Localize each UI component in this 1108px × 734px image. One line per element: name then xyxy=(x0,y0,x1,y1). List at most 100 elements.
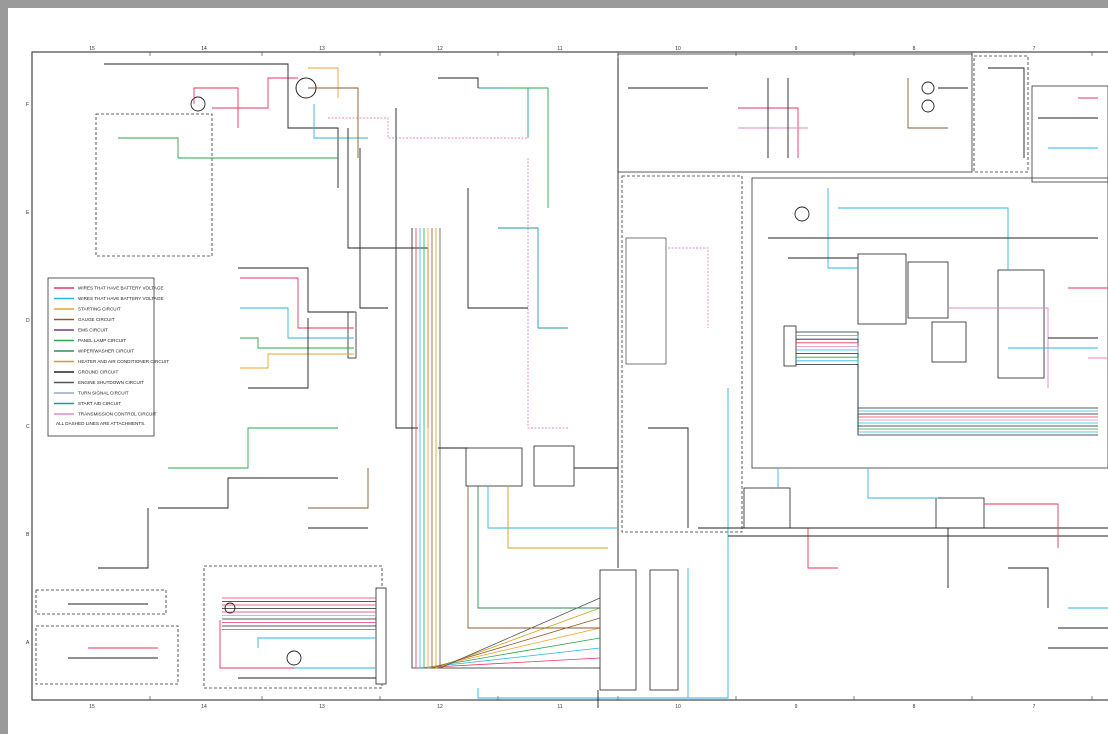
wire xyxy=(508,87,549,208)
wire-traces xyxy=(68,58,1108,708)
border-number-top: 12 xyxy=(437,46,443,52)
legend-label: PANEL LAMP CIRCUIT xyxy=(78,338,126,343)
wire xyxy=(838,207,1009,270)
motor-1 xyxy=(286,650,302,666)
wire xyxy=(219,620,294,669)
border-number-bottom: 11 xyxy=(557,704,562,710)
motor-2 xyxy=(224,602,236,614)
horn-2 xyxy=(921,99,935,113)
border-number-top: 10 xyxy=(675,46,681,52)
legend-label: WIRES THAT HAVE BATTERY VOLTAGE xyxy=(78,286,164,291)
horn-1 xyxy=(921,81,935,95)
wire xyxy=(158,477,338,509)
wire xyxy=(907,78,948,129)
attachment-box-upper-left xyxy=(95,113,213,257)
wire xyxy=(395,108,418,429)
wire xyxy=(796,331,1098,409)
component-blocks xyxy=(35,53,1108,691)
fan-motor xyxy=(794,206,810,222)
border-letter-left: C xyxy=(26,424,30,430)
wire xyxy=(313,104,368,139)
wire xyxy=(415,228,601,669)
connector-cab-2 xyxy=(907,261,949,319)
border-number-bottom: 15 xyxy=(89,704,95,710)
connector-main-6 xyxy=(375,587,387,685)
legend-label: EMS CIRCUIT xyxy=(78,328,108,333)
legend-label: ENGINE SHUTDOWN CIRCUIT xyxy=(78,380,144,385)
border-number-top: 7 xyxy=(1033,46,1036,52)
wire xyxy=(431,228,601,669)
wire xyxy=(668,247,709,328)
legend-box xyxy=(47,277,155,437)
border-letter-left: F xyxy=(26,102,29,108)
legend-label: TRANSMISSION CONTROL CIRCUIT xyxy=(78,412,157,417)
wire xyxy=(240,337,354,349)
connector-main-4 xyxy=(599,569,637,691)
wire xyxy=(168,427,338,469)
wire xyxy=(257,637,376,648)
legend: WIRES THAT HAVE BATTERY VOLTAGE WIRES THA… xyxy=(47,277,169,437)
wire xyxy=(948,307,1049,388)
connector-main-1 xyxy=(347,311,357,359)
wire xyxy=(1008,567,1049,608)
legend-label: TURN SIGNAL CIRCUIT xyxy=(78,391,129,396)
attachment-box-cab xyxy=(751,177,1108,469)
wire xyxy=(438,77,479,88)
wire xyxy=(477,486,600,609)
wire xyxy=(988,67,1025,158)
wire xyxy=(98,508,149,569)
wire xyxy=(796,363,1098,436)
legend-label: HEATER AND AIR CONDITIONER CIRCUIT xyxy=(78,359,169,364)
wire xyxy=(439,228,601,669)
border-number-bottom: 14 xyxy=(201,704,207,710)
wire xyxy=(248,318,309,389)
wire xyxy=(738,107,799,158)
wire xyxy=(238,267,354,313)
connector-cab-4 xyxy=(931,321,967,363)
border-letter-left: A xyxy=(26,640,30,646)
attachment-box-monitor xyxy=(621,175,743,533)
border-number-top: 15 xyxy=(89,46,95,52)
attachment-box-transmission xyxy=(203,565,383,689)
attachment-box-upper-center xyxy=(617,53,973,173)
wire xyxy=(240,353,354,369)
wire xyxy=(478,87,529,138)
wire xyxy=(240,307,354,339)
wire xyxy=(359,148,388,309)
connector-main-2 xyxy=(465,447,523,487)
connector-cab-1 xyxy=(857,253,907,325)
wire xyxy=(411,228,600,669)
border-number-top: 8 xyxy=(913,46,916,52)
legend-label: WIPER/WASHER CIRCUIT xyxy=(78,349,134,354)
legend-label: WIRES THAT HAVE BATTERY VOLTAGE xyxy=(78,296,164,301)
wire xyxy=(796,356,1098,430)
wire xyxy=(648,427,689,528)
wire xyxy=(498,227,568,329)
border-letter-left: D xyxy=(26,318,30,324)
attachment-box-right-panel xyxy=(973,55,1029,173)
border-number-top: 14 xyxy=(201,46,207,52)
legend-label: GROUND CIRCUIT xyxy=(78,370,119,375)
attachment-box-bottom-left-2 xyxy=(35,625,179,685)
wire xyxy=(807,528,838,569)
drawing-frame xyxy=(31,51,1108,701)
connector-main-3 xyxy=(533,445,575,487)
border-letter-left: B xyxy=(26,532,30,538)
border-number-bottom: 12 xyxy=(437,704,443,710)
border-number-bottom: 7 xyxy=(1033,704,1036,710)
border-number-bottom: 8 xyxy=(913,704,916,710)
wire xyxy=(419,228,601,669)
connector-monitor xyxy=(625,237,667,365)
wire xyxy=(796,360,1098,433)
legend-label: START AID CIRCUIT xyxy=(78,401,121,406)
wire xyxy=(423,228,601,669)
connector-main-9 xyxy=(783,325,797,367)
wire xyxy=(308,468,369,509)
connector-main-8 xyxy=(935,497,985,529)
wire xyxy=(827,188,858,269)
wire xyxy=(104,63,339,188)
